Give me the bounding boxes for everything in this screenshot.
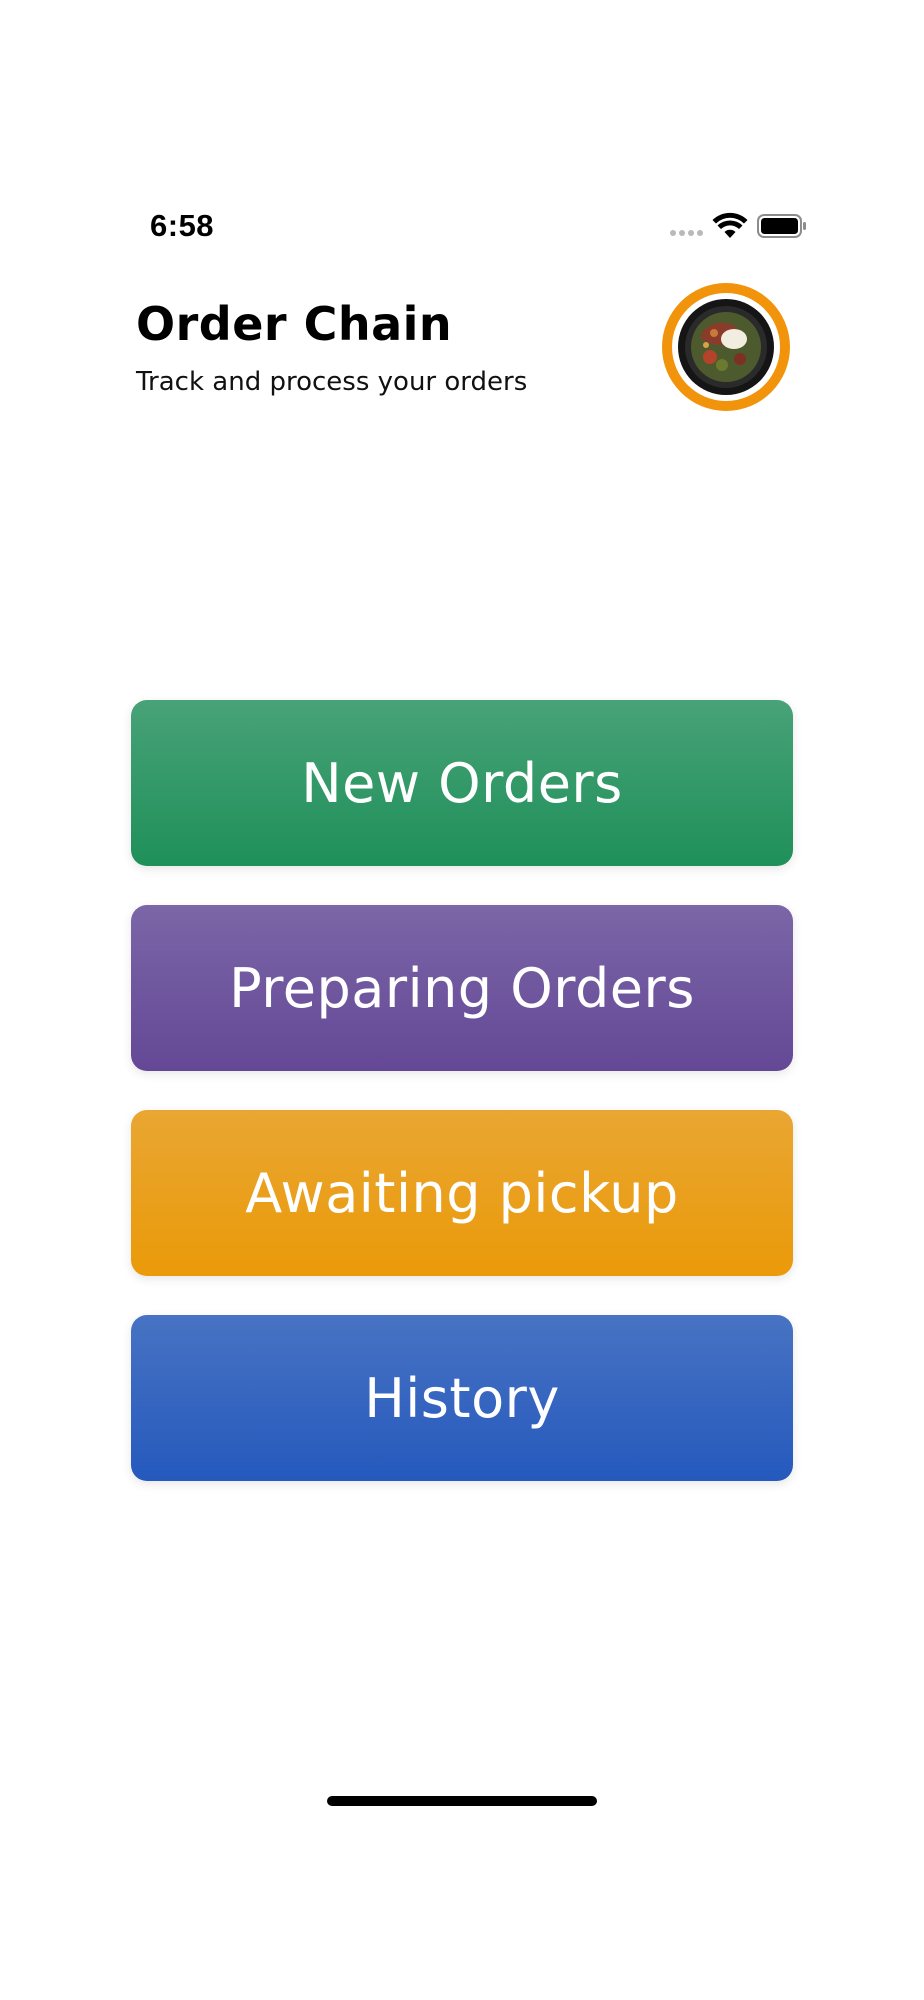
battery-icon [757, 214, 806, 238]
avatar[interactable] [662, 283, 790, 411]
status-bar: 6:58 [0, 204, 924, 254]
home-indicator[interactable] [327, 1796, 597, 1806]
page-subtitle: Track and process your orders [136, 367, 528, 397]
status-time: 6:58 [150, 208, 215, 243]
new-orders-button[interactable]: New Orders [131, 700, 793, 866]
wifi-icon [712, 212, 748, 238]
preparing-orders-button[interactable]: Preparing Orders [131, 905, 793, 1071]
avatar-frame [672, 293, 780, 401]
page-title: Order Chain [136, 297, 453, 351]
cellular-signal-icon [670, 230, 704, 236]
awaiting-pickup-button[interactable]: Awaiting pickup [131, 1110, 793, 1276]
food-bowl-avatar-icon [678, 299, 774, 395]
history-button[interactable]: History [131, 1315, 793, 1481]
